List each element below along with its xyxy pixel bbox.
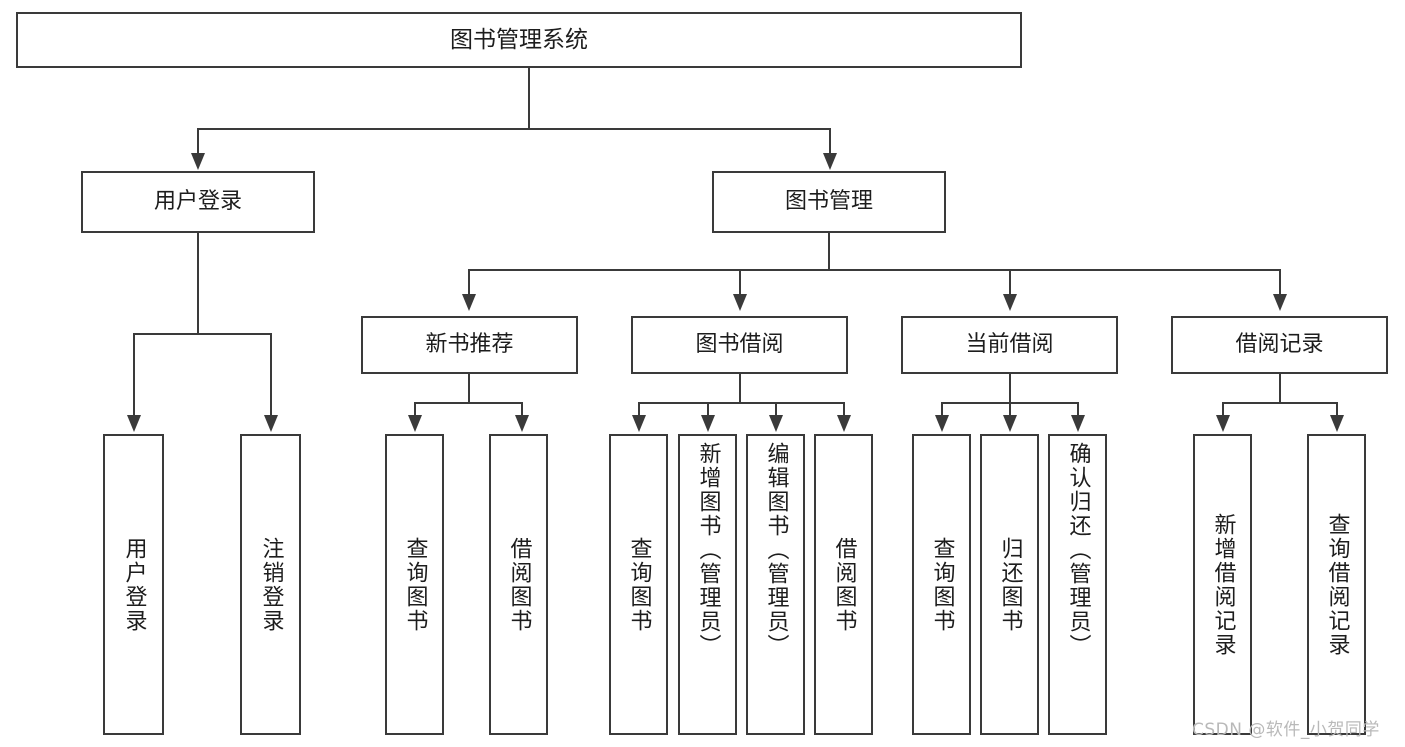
arrow-userlogin-to-leaf1 bbox=[127, 415, 141, 432]
connector-bus-to-borrowrecord bbox=[1279, 269, 1282, 296]
connector-borrowrecord-to-leaf1 bbox=[1222, 402, 1225, 417]
leaf-label: 归还图书 bbox=[997, 536, 1023, 633]
node-new-book-recommend[interactable]: 新书推荐 bbox=[361, 316, 578, 374]
node-user-login[interactable]: 用户登录 bbox=[81, 171, 315, 233]
arrow-bus-to-newbook bbox=[462, 294, 476, 311]
arrow-bus-to-bookborrow bbox=[733, 294, 747, 311]
arrow-currentborrow-to-leaf3 bbox=[1071, 415, 1085, 432]
connector-bookborrow-to-leaf2 bbox=[707, 402, 710, 417]
leaf-confirm-return-admin[interactable]: 确认归还（管理员） bbox=[1048, 434, 1107, 735]
leaf-label: 新增图书（管理员） bbox=[695, 442, 721, 658]
connector-bookborrow-to-leaf4 bbox=[843, 402, 846, 417]
csdn-watermark: CSDN @软件_小贺同学 bbox=[1192, 720, 1380, 740]
arrow-newbook-to-leaf2 bbox=[515, 415, 529, 432]
leaf-add-book-admin[interactable]: 新增图书（管理员） bbox=[678, 434, 737, 735]
leaf-label: 注销登录 bbox=[258, 536, 284, 633]
connector-bookborrow-to-leaf1 bbox=[638, 402, 641, 417]
connector-root-to-bookmgmt bbox=[829, 128, 832, 155]
arrow-userlogin-to-leaf2 bbox=[264, 415, 278, 432]
arrow-currentborrow-to-leaf2 bbox=[1003, 415, 1017, 432]
arrow-currentborrow-to-leaf1 bbox=[935, 415, 949, 432]
leaf-label: 确认归还（管理员） bbox=[1065, 442, 1091, 658]
connector-root-bus bbox=[197, 128, 831, 131]
connector-userlogin-to-leaf1 bbox=[133, 333, 136, 417]
arrow-bookborrow-to-leaf2 bbox=[701, 415, 715, 432]
connector-root-stem bbox=[528, 68, 531, 128]
connector-newbook-stem bbox=[468, 374, 471, 404]
arrow-bus-to-currentborrow bbox=[1003, 294, 1017, 311]
leaf-label: 新增借阅记录 bbox=[1210, 512, 1236, 657]
connector-borrowrecord-to-leaf2 bbox=[1336, 402, 1339, 417]
node-book-borrow[interactable]: 图书借阅 bbox=[631, 316, 848, 374]
leaf-label: 用户登录 bbox=[121, 536, 147, 633]
connector-bus-to-newbook bbox=[468, 269, 471, 296]
leaf-label: 查询图书 bbox=[929, 536, 955, 633]
connector-newbook-bus bbox=[414, 402, 522, 405]
arrow-borrowrecord-to-leaf2 bbox=[1330, 415, 1344, 432]
connector-bookborrow-stem bbox=[739, 374, 742, 404]
connector-bookborrow-bus bbox=[638, 402, 844, 405]
leaf-label: 借阅图书 bbox=[506, 536, 532, 633]
leaf-logout[interactable]: 注销登录 bbox=[240, 434, 301, 735]
arrow-root-to-userlogin bbox=[191, 153, 205, 170]
connector-bus-to-bookborrow bbox=[739, 269, 742, 296]
leaf-return-book[interactable]: 归还图书 bbox=[980, 434, 1039, 735]
leaf-borrow-book-recommend[interactable]: 借阅图书 bbox=[489, 434, 548, 735]
leaf-label: 查询图书 bbox=[626, 536, 652, 633]
arrow-newbook-to-leaf1 bbox=[408, 415, 422, 432]
connector-bookborrow-to-leaf3 bbox=[775, 402, 778, 417]
arrow-bookborrow-to-leaf1 bbox=[632, 415, 646, 432]
arrow-bookborrow-to-leaf4 bbox=[837, 415, 851, 432]
leaf-edit-book-admin[interactable]: 编辑图书（管理员） bbox=[746, 434, 805, 735]
node-current-borrow[interactable]: 当前借阅 bbox=[901, 316, 1118, 374]
arrow-bus-to-borrowrecord bbox=[1273, 294, 1287, 311]
leaf-query-book-borrow[interactable]: 查询图书 bbox=[609, 434, 668, 735]
node-label: 借阅记录 bbox=[1235, 332, 1324, 358]
leaf-query-book-recommend[interactable]: 查询图书 bbox=[385, 434, 444, 735]
connector-borrowrecord-bus bbox=[1222, 402, 1337, 405]
leaf-label: 借阅图书 bbox=[831, 536, 857, 633]
leaf-label: 编辑图书（管理员） bbox=[763, 442, 789, 658]
leaf-query-borrow-record[interactable]: 查询借阅记录 bbox=[1307, 434, 1366, 735]
node-label: 图书借阅 bbox=[695, 332, 784, 358]
connector-newbook-to-leaf2 bbox=[521, 402, 524, 417]
connector-currentborrow-to-leaf1 bbox=[941, 402, 944, 417]
leaf-add-borrow-record[interactable]: 新增借阅记录 bbox=[1193, 434, 1252, 735]
arrow-root-to-bookmgmt bbox=[823, 153, 837, 170]
leaf-label: 查询借阅记录 bbox=[1324, 512, 1350, 657]
connector-currentborrow-to-leaf3 bbox=[1077, 402, 1080, 417]
node-label: 图书管理系统 bbox=[450, 26, 588, 53]
connector-currentborrow-to-leaf2 bbox=[1009, 402, 1012, 417]
node-label: 当前借阅 bbox=[965, 332, 1054, 358]
arrow-borrowrecord-to-leaf1 bbox=[1216, 415, 1230, 432]
node-root-system[interactable]: 图书管理系统 bbox=[16, 12, 1022, 68]
connector-level3-bus bbox=[468, 269, 1280, 272]
connector-userlogin-stem bbox=[197, 233, 200, 335]
node-label: 图书管理 bbox=[784, 189, 873, 215]
leaf-query-book-current[interactable]: 查询图书 bbox=[912, 434, 971, 735]
leaf-user-login[interactable]: 用户登录 bbox=[103, 434, 164, 735]
node-label: 用户登录 bbox=[153, 189, 242, 215]
connector-bus-to-currentborrow bbox=[1009, 269, 1012, 296]
connector-newbook-to-leaf1 bbox=[414, 402, 417, 417]
connector-userlogin-to-leaf2 bbox=[270, 333, 273, 417]
connector-root-to-userlogin bbox=[197, 128, 200, 155]
leaf-borrow-book[interactable]: 借阅图书 bbox=[814, 434, 873, 735]
node-borrow-record[interactable]: 借阅记录 bbox=[1171, 316, 1388, 374]
node-book-management[interactable]: 图书管理 bbox=[712, 171, 946, 233]
connector-currentborrow-stem bbox=[1009, 374, 1012, 404]
node-label: 新书推荐 bbox=[425, 332, 514, 358]
connector-borrowrecord-stem bbox=[1279, 374, 1282, 404]
connector-userlogin-bus bbox=[133, 333, 271, 336]
connector-bookmgmt-stem bbox=[828, 233, 831, 271]
arrow-bookborrow-to-leaf3 bbox=[769, 415, 783, 432]
leaf-label: 查询图书 bbox=[402, 536, 428, 633]
